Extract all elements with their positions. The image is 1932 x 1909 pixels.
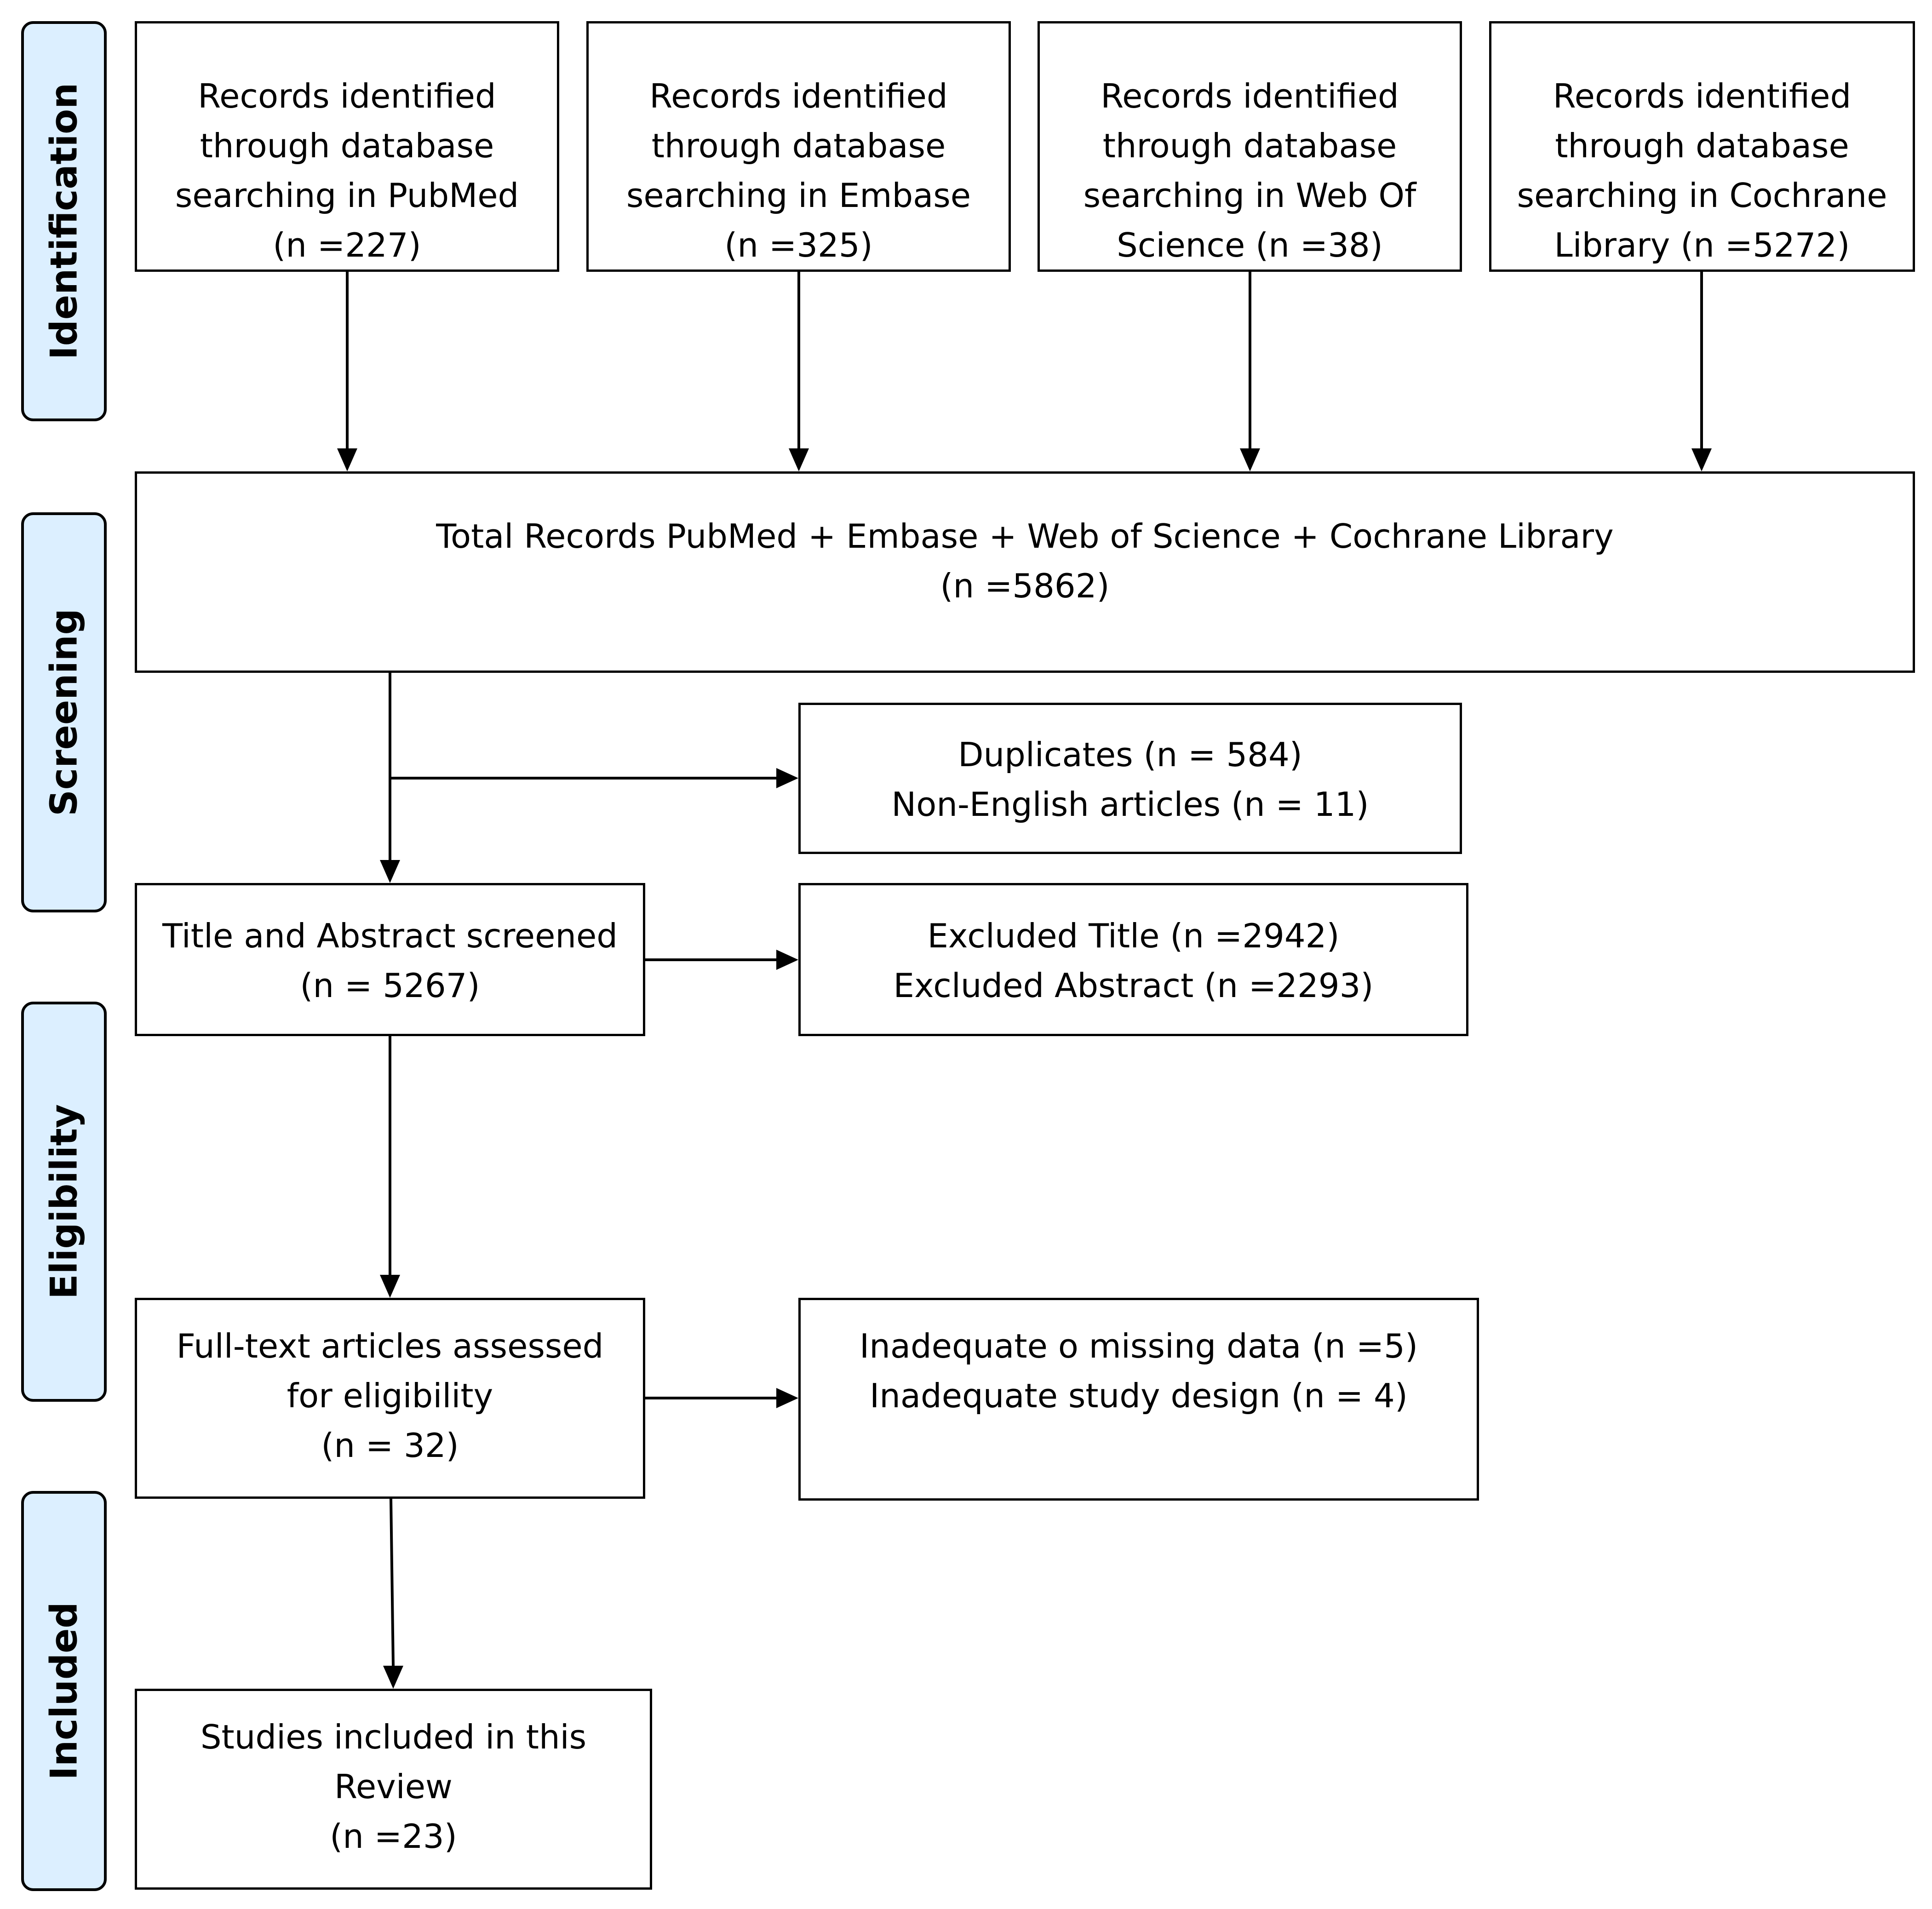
excluded-title-count: Excluded Title (n =2942) bbox=[927, 917, 1340, 955]
included-count: (n =23) bbox=[330, 1817, 457, 1856]
duplicates-count: Duplicates (n = 584) bbox=[958, 735, 1302, 774]
arrow-fulltext-to-included bbox=[390, 1498, 395, 1666]
fulltext-count: (n = 32) bbox=[321, 1426, 459, 1465]
screened-count: (n = 5267) bbox=[300, 966, 480, 1005]
source-line: Records identified bbox=[1553, 77, 1852, 115]
total-records-count: (n =5862) bbox=[940, 567, 1110, 605]
arrowhead-excluded-title-abstract bbox=[776, 950, 798, 970]
fulltext-label: Full-text articles assessed bbox=[176, 1327, 604, 1365]
source-line: searching in Cochrane bbox=[1517, 176, 1887, 215]
screened-label: Title and Abstract screened bbox=[162, 917, 618, 955]
excluded-fulltext-box: Inadequate o missing data (n =5) Inadequ… bbox=[798, 1298, 1479, 1501]
source-box-web-of-science: Records identified through database sear… bbox=[1038, 21, 1462, 272]
source-count: Science (n =38) bbox=[1117, 226, 1383, 264]
screened-box: Title and Abstract screened (n = 5267) bbox=[135, 883, 645, 1036]
excluded-abstract-count: Excluded Abstract (n =2293) bbox=[893, 966, 1374, 1005]
total-records-box: Total Records PubMed + Embase + Web of S… bbox=[135, 471, 1915, 673]
included-label: Studies included in this bbox=[200, 1718, 587, 1756]
source-count: (n =325) bbox=[724, 226, 873, 264]
non-english-count: Non-English articles (n = 11) bbox=[891, 785, 1369, 824]
phase-included: Included bbox=[21, 1491, 107, 1891]
included-label: Review bbox=[334, 1767, 453, 1806]
arrowhead-wos bbox=[1240, 448, 1260, 471]
arrowhead-fulltext bbox=[380, 1275, 400, 1298]
study-design-count: Inadequate study design (n = 4) bbox=[870, 1376, 1408, 1415]
source-line: searching in Web Of bbox=[1083, 176, 1416, 215]
source-box-cochrane: Records identified through database sear… bbox=[1489, 21, 1915, 272]
phase-eligibility: Eligibility bbox=[21, 1002, 107, 1402]
source-line: through database bbox=[651, 126, 946, 165]
included-box: Studies included in this Review (n =23) bbox=[135, 1689, 652, 1890]
arrowhead-excluded-fulltext bbox=[776, 1388, 798, 1408]
source-box-pubmed: Records identified through database sear… bbox=[135, 21, 559, 272]
source-line: through database bbox=[1555, 126, 1849, 165]
fulltext-label: for eligibility bbox=[287, 1376, 493, 1415]
source-line: Records identified bbox=[198, 77, 496, 115]
missing-data-count: Inadequate o missing data (n =5) bbox=[859, 1327, 1418, 1365]
total-records-label: Total Records PubMed + Embase + Web of S… bbox=[436, 517, 1614, 556]
source-line: searching in Embase bbox=[626, 176, 971, 215]
arrowhead-duplicates bbox=[776, 768, 798, 788]
source-line: Records identified bbox=[649, 77, 948, 115]
source-line: through database bbox=[200, 126, 494, 165]
arrowhead-cochrane bbox=[1691, 448, 1712, 471]
phase-screening: Screening bbox=[21, 512, 107, 912]
arrowhead-screened bbox=[380, 860, 400, 883]
arrowhead-embase bbox=[789, 448, 809, 471]
arrowhead-included bbox=[383, 1666, 403, 1689]
source-line: through database bbox=[1102, 126, 1397, 165]
phase-identification: Identification bbox=[21, 21, 107, 421]
duplicates-box: Duplicates (n = 584) Non-English article… bbox=[798, 703, 1462, 854]
source-count: Library (n =5272) bbox=[1554, 226, 1850, 264]
arrowhead-pubmed bbox=[337, 448, 357, 471]
fulltext-box: Full-text articles assessed for eligibil… bbox=[135, 1298, 645, 1499]
source-line: Records identified bbox=[1101, 77, 1399, 115]
source-line: searching in PubMed bbox=[175, 176, 519, 215]
source-box-embase: Records identified through database sear… bbox=[586, 21, 1011, 272]
excluded-title-abstract-box: Excluded Title (n =2942) Excluded Abstra… bbox=[798, 883, 1468, 1036]
source-count: (n =227) bbox=[273, 226, 421, 264]
